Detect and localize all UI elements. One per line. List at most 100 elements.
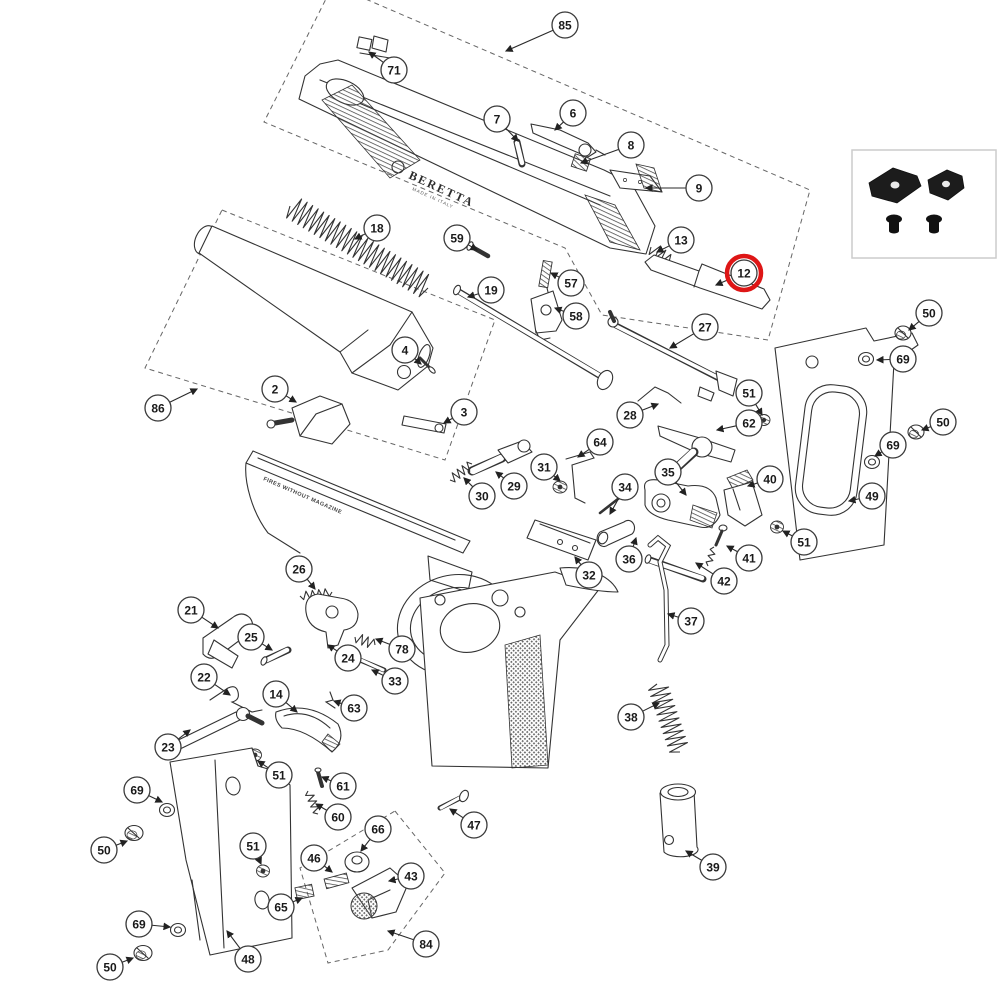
balloon-circle-69[interactable]	[123, 776, 151, 804]
balloon-circle-59[interactable]	[443, 224, 471, 252]
balloon-circle-30[interactable]	[468, 482, 496, 510]
balloon-circle-4[interactable]	[391, 336, 419, 364]
callout-8[interactable]: 8	[579, 131, 645, 165]
balloon-circle-12[interactable]	[730, 259, 758, 287]
balloon-circle-51[interactable]	[735, 379, 763, 407]
callout-14[interactable]: 14	[262, 680, 298, 713]
callout-26[interactable]: 26	[285, 555, 316, 590]
balloon-circle-34[interactable]	[611, 473, 639, 501]
callout-38[interactable]: 38	[617, 702, 661, 731]
callout-61[interactable]: 61	[320, 772, 357, 800]
balloon-circle-21[interactable]	[177, 596, 205, 624]
balloon-circle-19[interactable]	[477, 276, 505, 304]
callout-35[interactable]: 35	[654, 458, 687, 496]
balloon-circle-35[interactable]	[654, 458, 682, 486]
balloon-circle-6[interactable]	[559, 99, 587, 127]
callout-60[interactable]: 60	[315, 803, 352, 831]
callout-39[interactable]: 39	[685, 850, 727, 881]
balloon-circle-39[interactable]	[699, 853, 727, 881]
callout-34[interactable]: 34	[609, 473, 639, 516]
balloon-circle-31[interactable]	[530, 453, 558, 481]
balloon-circle-71[interactable]	[380, 56, 408, 84]
balloon-circle-66[interactable]	[364, 815, 392, 843]
balloon-circle-50[interactable]	[96, 953, 124, 981]
balloon-circle-32[interactable]	[575, 561, 603, 589]
balloon-circle-57[interactable]	[557, 269, 585, 297]
balloon-circle-69[interactable]	[889, 345, 917, 373]
callout-50[interactable]: 50	[90, 836, 129, 864]
callout-64[interactable]: 64	[577, 428, 614, 458]
balloon-circle-18[interactable]	[363, 214, 391, 242]
balloon-circle-60[interactable]	[324, 803, 352, 831]
callout-78[interactable]: 78	[374, 635, 416, 663]
balloon-circle-62[interactable]	[735, 409, 763, 437]
callout-12[interactable]: 12	[714, 253, 764, 293]
callout-66[interactable]: 66	[360, 815, 392, 852]
balloon-circle-78[interactable]	[388, 635, 416, 663]
balloon-circle-65[interactable]	[267, 893, 295, 921]
callout-84[interactable]: 84	[386, 929, 440, 958]
balloon-circle-37[interactable]	[677, 607, 705, 635]
callout-33[interactable]: 33	[370, 667, 409, 695]
balloon-circle-61[interactable]	[329, 772, 357, 800]
callout-13[interactable]: 13	[655, 226, 695, 254]
balloon-circle-27[interactable]	[691, 313, 719, 341]
callout-85[interactable]: 85	[504, 11, 579, 52]
callout-65[interactable]: 65	[267, 893, 304, 921]
callout-47[interactable]: 47	[449, 808, 488, 839]
balloon-circle-8[interactable]	[617, 131, 645, 159]
callout-18[interactable]: 18	[353, 214, 391, 242]
callout-32[interactable]: 32	[574, 556, 603, 589]
balloon-circle-50[interactable]	[915, 299, 943, 327]
callout-46[interactable]: 46	[300, 844, 333, 873]
balloon-circle-25[interactable]	[237, 623, 265, 651]
balloon-circle-38[interactable]	[617, 703, 645, 731]
callout-24[interactable]: 24	[327, 644, 362, 672]
balloon-circle-58[interactable]	[562, 302, 590, 330]
balloon-circle-49[interactable]	[858, 482, 886, 510]
callout-23[interactable]: 23	[154, 729, 191, 761]
balloon-circle-84[interactable]	[412, 930, 440, 958]
balloon-circle-69[interactable]	[125, 910, 153, 938]
callout-2[interactable]: 2	[261, 375, 297, 403]
callout-3[interactable]: 3	[442, 398, 478, 426]
balloon-circle-51[interactable]	[790, 528, 818, 556]
callout-71[interactable]: 71	[368, 51, 408, 84]
callout-28[interactable]: 28	[616, 401, 660, 429]
balloon-circle-41[interactable]	[735, 544, 763, 572]
callout-43[interactable]: 43	[387, 862, 425, 890]
balloon-circle-24[interactable]	[334, 644, 362, 672]
callout-63[interactable]: 63	[332, 694, 368, 722]
balloon-circle-51[interactable]	[265, 761, 293, 789]
callout-69[interactable]: 69	[874, 431, 907, 459]
callout-51[interactable]: 51	[781, 528, 818, 556]
callout-9[interactable]: 9	[644, 174, 713, 202]
balloon-circle-40[interactable]	[756, 465, 784, 493]
callout-86[interactable]: 86	[144, 388, 199, 422]
balloon-circle-13[interactable]	[667, 226, 695, 254]
balloon-circle-9[interactable]	[685, 174, 713, 202]
callout-7[interactable]: 7	[483, 105, 519, 142]
balloon-circle-14[interactable]	[262, 680, 290, 708]
balloon-circle-43[interactable]	[397, 862, 425, 890]
callout-40[interactable]: 40	[746, 465, 784, 493]
callout-57[interactable]: 57	[549, 269, 585, 297]
callout-30[interactable]: 30	[463, 477, 496, 510]
callout-62[interactable]: 62	[715, 409, 763, 437]
callout-58[interactable]: 58	[553, 302, 590, 330]
balloon-circle-36[interactable]	[615, 545, 643, 573]
callout-49[interactable]: 49	[847, 482, 886, 510]
callout-25[interactable]: 25	[237, 623, 273, 651]
callout-51[interactable]: 51	[735, 379, 763, 416]
balloon-circle-46[interactable]	[300, 844, 328, 872]
balloon-circle-50[interactable]	[90, 836, 118, 864]
callout-19[interactable]: 19	[466, 276, 505, 304]
balloon-circle-3[interactable]	[450, 398, 478, 426]
balloon-circle-50[interactable]	[929, 408, 957, 436]
balloon-circle-64[interactable]	[586, 428, 614, 456]
balloon-circle-85[interactable]	[551, 11, 579, 39]
callout-6[interactable]: 6	[554, 99, 587, 131]
balloon-circle-42[interactable]	[710, 567, 738, 595]
callout-27[interactable]: 27	[669, 313, 719, 349]
balloon-circle-47[interactable]	[460, 811, 488, 839]
